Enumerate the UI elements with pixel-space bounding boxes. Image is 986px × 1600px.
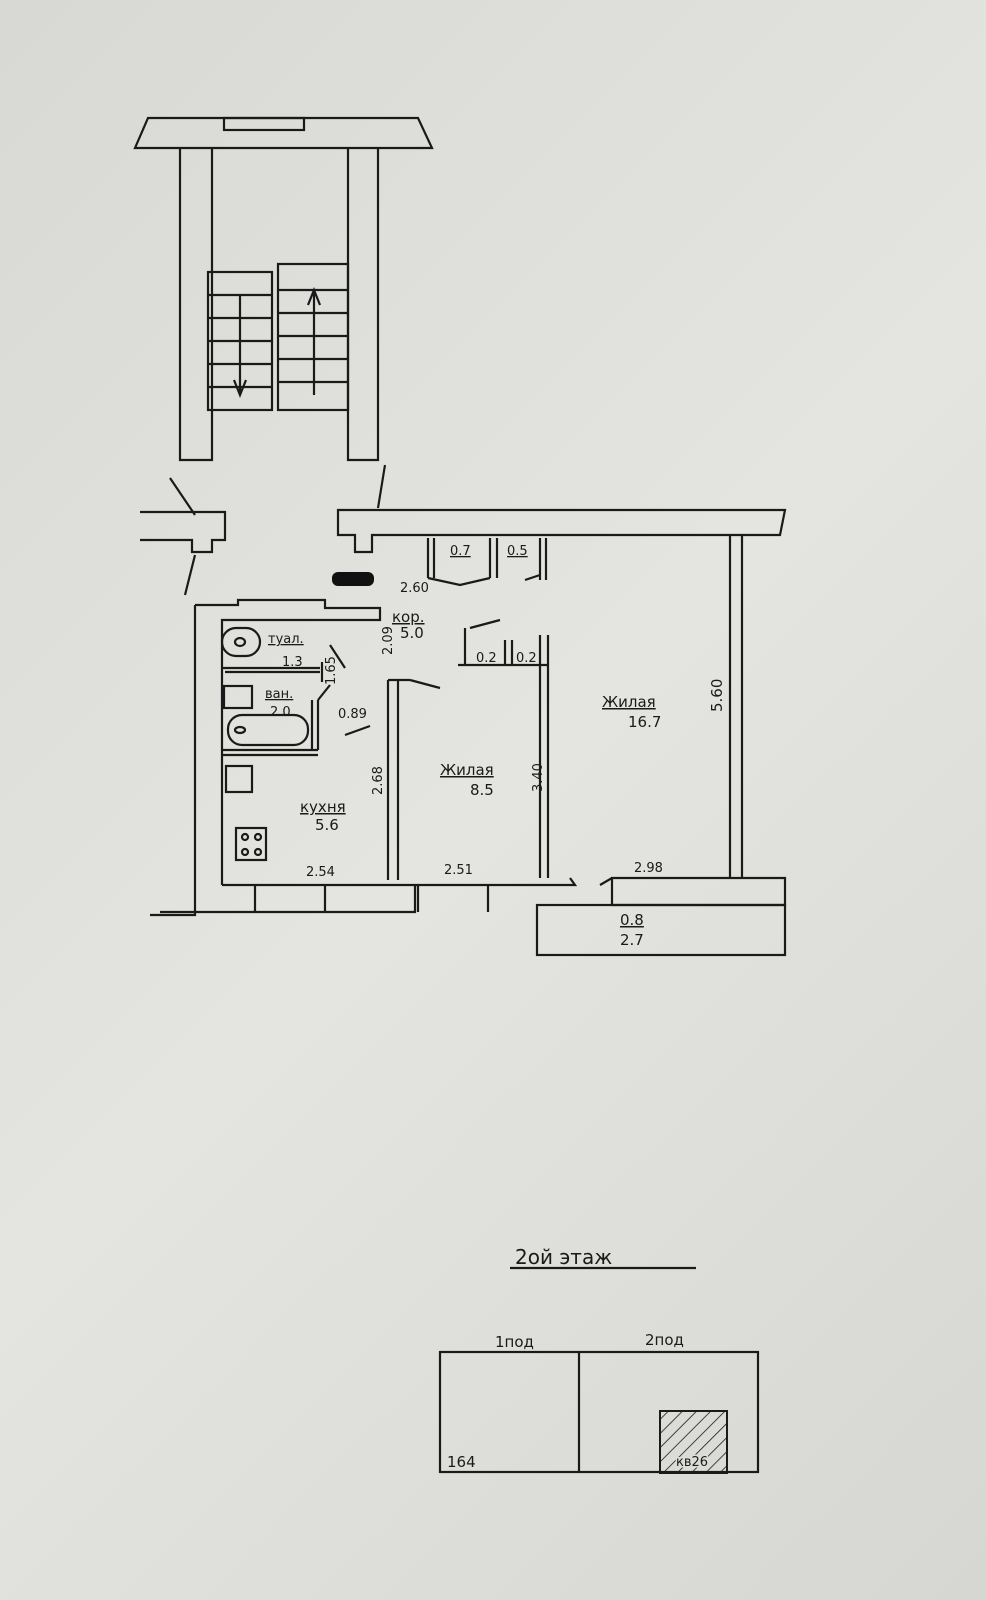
living-small-area: 8.5 <box>470 781 494 799</box>
balcony-area: 0.8 <box>620 911 644 929</box>
dimension: 0.89 <box>338 707 367 722</box>
kitchen-area: 5.6 <box>315 816 339 834</box>
dimension: 2.51 <box>444 863 473 878</box>
entrance-1-label: 1под <box>495 1333 534 1351</box>
apartment-walls <box>150 508 787 957</box>
kitchen-label: кухня <box>300 798 346 816</box>
stair-flight-up <box>276 262 350 412</box>
apartment-number-start: 164 <box>447 1453 476 1471</box>
apartment-highlight <box>659 1410 728 1474</box>
sink-icon <box>222 684 254 710</box>
redaction-mark <box>332 572 374 586</box>
closet-3-area: 0.2 <box>476 651 497 666</box>
stove-icon <box>234 826 268 862</box>
fixtures <box>220 572 374 862</box>
dimension: 1.65 <box>324 656 339 685</box>
apartment-label: кв26 <box>676 1455 708 1470</box>
key-plan: 1под 2под 164 кв26 <box>438 1331 760 1474</box>
corridor-label: кор. <box>392 608 425 626</box>
dimension: 2.09 <box>381 626 396 655</box>
living-large-area: 16.7 <box>628 713 661 731</box>
dimension: 5.60 <box>708 679 726 712</box>
dimension: 2.68 <box>371 766 386 795</box>
balcony-length: 2.7 <box>620 931 644 949</box>
toilet-icon <box>220 626 262 658</box>
toilet-label: туал. <box>268 632 304 647</box>
entrance-2-label: 2под <box>645 1331 684 1349</box>
living-small-label: Жилая <box>440 761 494 779</box>
toilet-area: 1.3 <box>282 655 303 670</box>
kitchen-sink-icon <box>224 764 254 794</box>
dimension: 3.40 <box>531 763 546 792</box>
closet-2-area: 0.5 <box>507 544 528 559</box>
stairwell <box>133 116 434 596</box>
bath-label: ван. <box>265 687 293 702</box>
floor-label: 2ой этаж <box>515 1245 612 1269</box>
bathtub-icon <box>226 713 310 747</box>
balcony <box>535 903 787 957</box>
corridor-area: 5.0 <box>400 624 424 642</box>
dimension: 2.98 <box>634 861 663 876</box>
dimension: 2.54 <box>306 865 335 880</box>
closet-4-area: 0.2 <box>516 651 537 666</box>
bath-area: 2.0 <box>270 705 291 720</box>
dimension: 2.60 <box>400 581 429 596</box>
closet-1-area: 0.7 <box>450 544 471 559</box>
living-large-label: Жилая <box>602 693 656 711</box>
stair-flight-down <box>206 270 274 412</box>
